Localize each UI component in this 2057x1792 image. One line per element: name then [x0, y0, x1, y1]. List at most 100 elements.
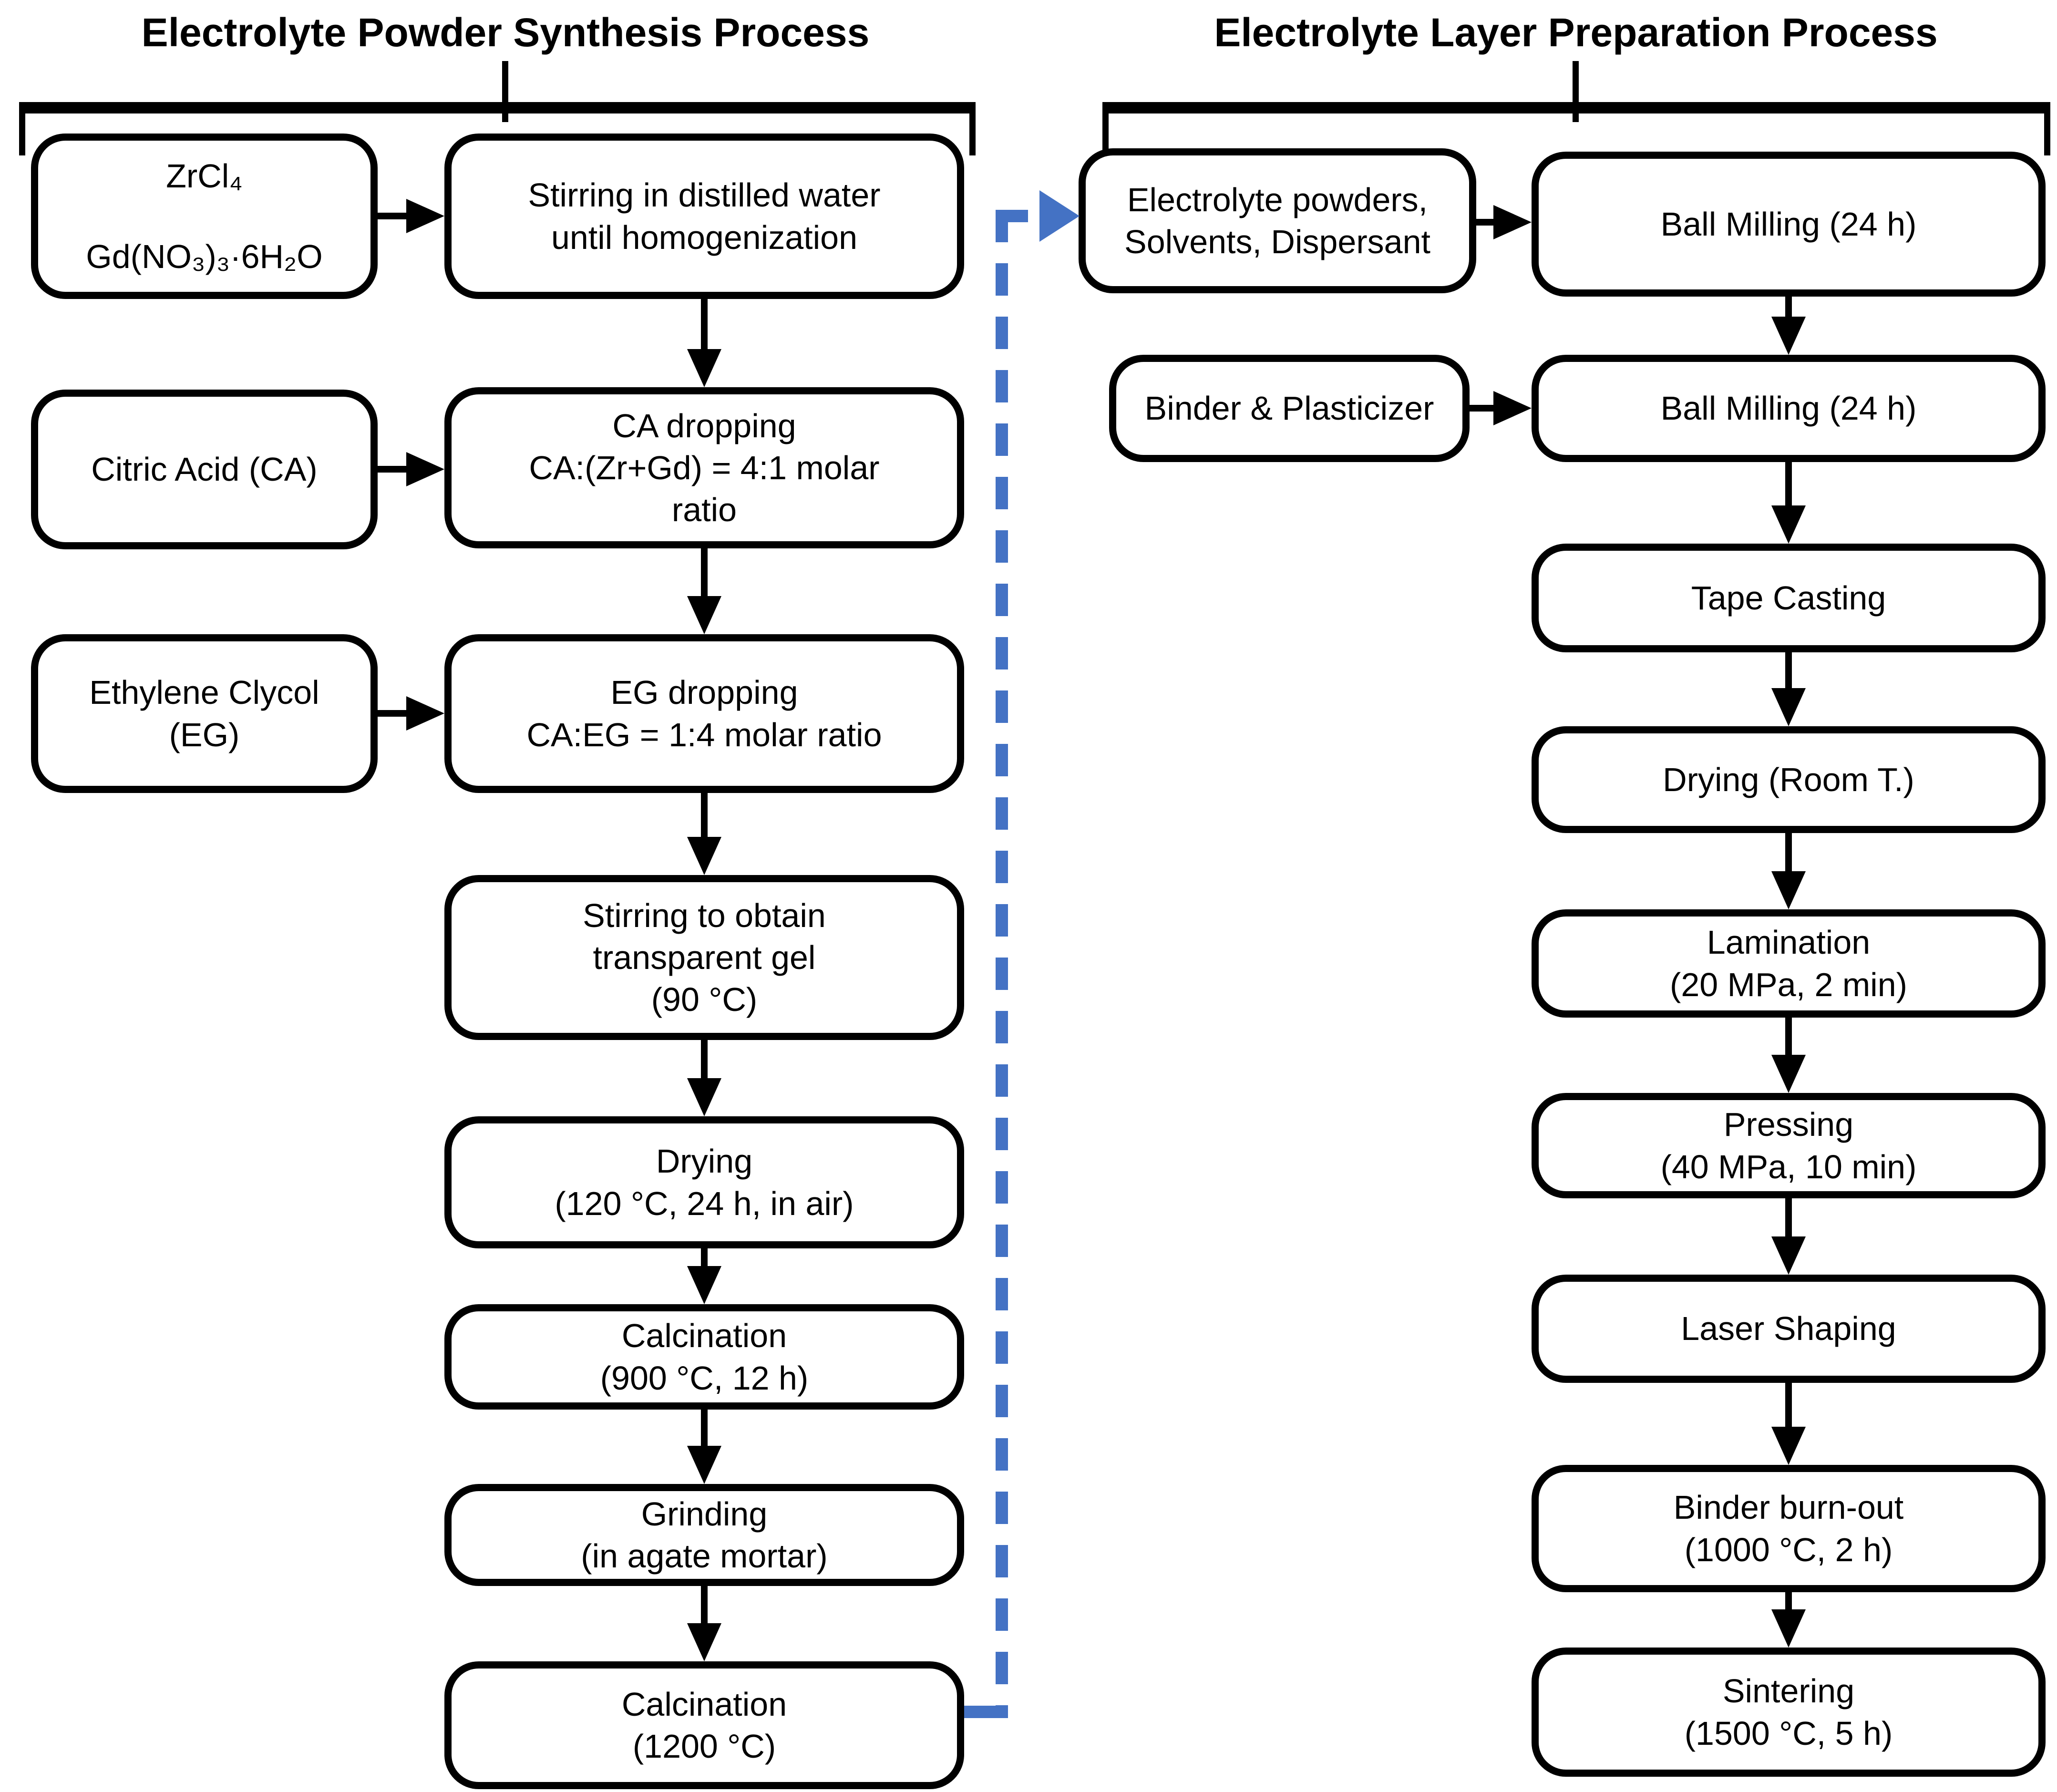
node-binder-burnout-line: Binder burn-out — [1673, 1489, 1904, 1526]
flow-arrow-right-shaft — [378, 710, 407, 717]
node-pressing: Pressing (40 MPa, 10 min) — [1532, 1093, 2046, 1198]
node-zrcl4-line: Gd(NO₃)₃·6H₂O — [86, 237, 323, 275]
node-grinding-line: (in agate mortar) — [581, 1537, 828, 1575]
right-brace-end-left — [1102, 102, 1109, 155]
node-calcination-900-line: (900 °C, 12 h) — [600, 1359, 809, 1397]
flow-arrow-down-head — [1771, 688, 1806, 726]
node-ca-dropping-line: CA:(Zr+Gd) = 4:1 molar — [529, 449, 880, 486]
flow-arrow-down-shaft — [1785, 1592, 1792, 1610]
flow-arrow-down-head — [687, 1266, 721, 1304]
node-citric-acid-line: Citric Acid (CA) — [91, 451, 318, 488]
left-brace-end-left — [19, 102, 25, 155]
node-stirring-water-line: until homogenization — [551, 218, 858, 256]
flow-arrow-right-shaft — [1476, 219, 1494, 226]
node-grinding-line: Grinding — [641, 1495, 768, 1533]
flow-arrow-down-shaft — [1785, 833, 1792, 872]
node-sintering-line: (1500 °C, 5 h) — [1684, 1714, 1893, 1752]
dashed-connector-top-segment — [996, 210, 1044, 222]
node-sintering: Sintering (1500 °C, 5 h) — [1532, 1648, 2046, 1777]
node-sintering-line: Sintering — [1722, 1672, 1855, 1710]
flow-arrow-down-head — [687, 1446, 721, 1484]
flow-arrow-down-head — [687, 596, 721, 634]
flow-arrow-right-head — [406, 199, 444, 233]
node-binder-plasticizer-line: Binder & Plasticizer — [1144, 390, 1434, 427]
node-laser-shaping-line: Laser Shaping — [1681, 1310, 1896, 1348]
node-stirring-gel-line: (90 °C) — [651, 981, 758, 1019]
node-calcination-1200-line: (1200 °C) — [632, 1728, 776, 1765]
flow-arrow-down-shaft — [1785, 462, 1792, 506]
node-ca-dropping-line: CA dropping — [612, 407, 796, 444]
node-drying-air-line: (120 °C, 24 h, in air) — [555, 1184, 854, 1222]
node-laser-shaping: Laser Shaping — [1532, 1275, 2046, 1383]
node-ethylene-glycol: Ethylene Clycol(EG) — [31, 634, 378, 793]
node-lamination: Lamination (20 MPa, 2 min) — [1532, 909, 2046, 1018]
node-stirring-gel-line: transparent gel — [593, 938, 816, 976]
flow-arrow-down-shaft — [701, 1586, 708, 1624]
flow-arrow-down-head — [687, 1078, 721, 1116]
flow-arrow-down-shaft — [701, 1248, 708, 1267]
flow-arrow-right-head — [406, 452, 444, 486]
node-citric-acid: Citric Acid (CA) — [31, 390, 378, 549]
node-ball-milling-2-line: Ball Milling (24 h) — [1660, 390, 1917, 427]
flow-arrow-down-shaft — [701, 548, 708, 597]
flow-arrow-down-head — [1771, 317, 1806, 355]
left-brace-center-tick — [502, 61, 508, 122]
node-lamination-line: Lamination — [1707, 924, 1871, 961]
flow-arrow-right-head — [1493, 205, 1532, 239]
node-calcination-1200: Calcination(1200 °C) — [444, 1661, 964, 1789]
node-drying-room: Drying (Room T.) — [1532, 726, 2046, 833]
node-calcination-900: Calcination (900 °C, 12 h) — [444, 1304, 964, 1410]
node-tape-casting: Tape Casting — [1532, 544, 2046, 652]
flow-arrow-down-head — [1771, 1427, 1806, 1465]
flow-arrow-down-shaft — [701, 299, 708, 350]
node-stirring-gel: Stirring to obtain transparent gel (90 °C) — [444, 875, 964, 1040]
flow-arrow-down-shaft — [701, 1410, 708, 1447]
right-brace-end-right — [2044, 102, 2050, 155]
right-section-title: Electrolyte Layer Preparation Process — [1214, 10, 1938, 55]
node-electrolyte-powders-line: Electrolyte powders, — [1127, 181, 1428, 218]
flow-arrow-down-shaft — [1785, 297, 1792, 318]
node-tape-casting-line: Tape Casting — [1691, 579, 1886, 617]
node-ball-milling-1: Ball Milling (24 h) — [1532, 152, 2046, 297]
node-stirring-water-line: Stirring in distilled water — [528, 176, 881, 214]
flow-arrow-down-head — [687, 837, 721, 875]
flow-arrow-down-head — [1771, 505, 1806, 544]
node-grinding: Grinding (in agate mortar) — [444, 1484, 964, 1586]
node-eg-dropping-line: EG dropping — [610, 674, 798, 711]
flow-arrow-down-head — [1771, 1609, 1806, 1648]
flow-arrow-right-head — [406, 696, 444, 731]
node-lamination-line: (20 MPa, 2 min) — [1670, 966, 1907, 1003]
flow-arrow-right-shaft — [378, 466, 407, 473]
node-electrolyte-powders-line: Solvents, Dispersant — [1124, 223, 1430, 260]
flow-arrow-down-shaft — [1785, 1383, 1792, 1428]
left-brace-bar — [19, 102, 976, 113]
node-ethylene-glycol-line: (EG) — [169, 716, 240, 753]
node-stirring-water: Stirring in distilled water until homogen… — [444, 134, 964, 299]
node-pressing-line: (40 MPa, 10 min) — [1660, 1148, 1917, 1185]
node-calcination-900-line: Calcination — [621, 1317, 787, 1355]
node-eg-dropping-line: CA:EG = 1:4 molar ratio — [526, 716, 882, 753]
flow-arrow-right-shaft — [1470, 405, 1494, 412]
flow-arrow-right-head — [1493, 391, 1532, 425]
flow-arrow-down-shaft — [1785, 652, 1792, 689]
node-binder-burnout-line: (1000 °C, 2 h) — [1684, 1531, 1893, 1568]
node-electrolyte-powders: Electrolyte powders, Solvents, Dispersant — [1079, 148, 1476, 293]
node-ball-milling-1-line: Ball Milling (24 h) — [1660, 205, 1917, 243]
flow-arrow-down-shaft — [701, 1040, 708, 1079]
node-stirring-gel-line: Stirring to obtain — [583, 896, 826, 934]
node-drying-room-line: Drying (Room T.) — [1663, 761, 1914, 798]
flow-arrow-down-head — [687, 1623, 721, 1661]
flow-arrow-down-head — [1771, 1055, 1806, 1093]
dashed-connector-vertical-segment — [996, 210, 1008, 1718]
flow-arrow-down-head — [1771, 1236, 1806, 1275]
flow-arrow-down-head — [1771, 871, 1806, 909]
node-pressing-line: Pressing — [1723, 1106, 1854, 1143]
right-brace-center-tick — [1573, 61, 1579, 122]
node-drying-air-line: Drying — [656, 1143, 753, 1180]
node-ball-milling-2: Ball Milling (24 h) — [1532, 355, 2046, 462]
dashed-connector-arrow-head — [1039, 190, 1080, 242]
node-zrcl4-line: ZrCl₄ — [166, 157, 243, 195]
node-ca-dropping-line: ratio — [671, 491, 737, 529]
